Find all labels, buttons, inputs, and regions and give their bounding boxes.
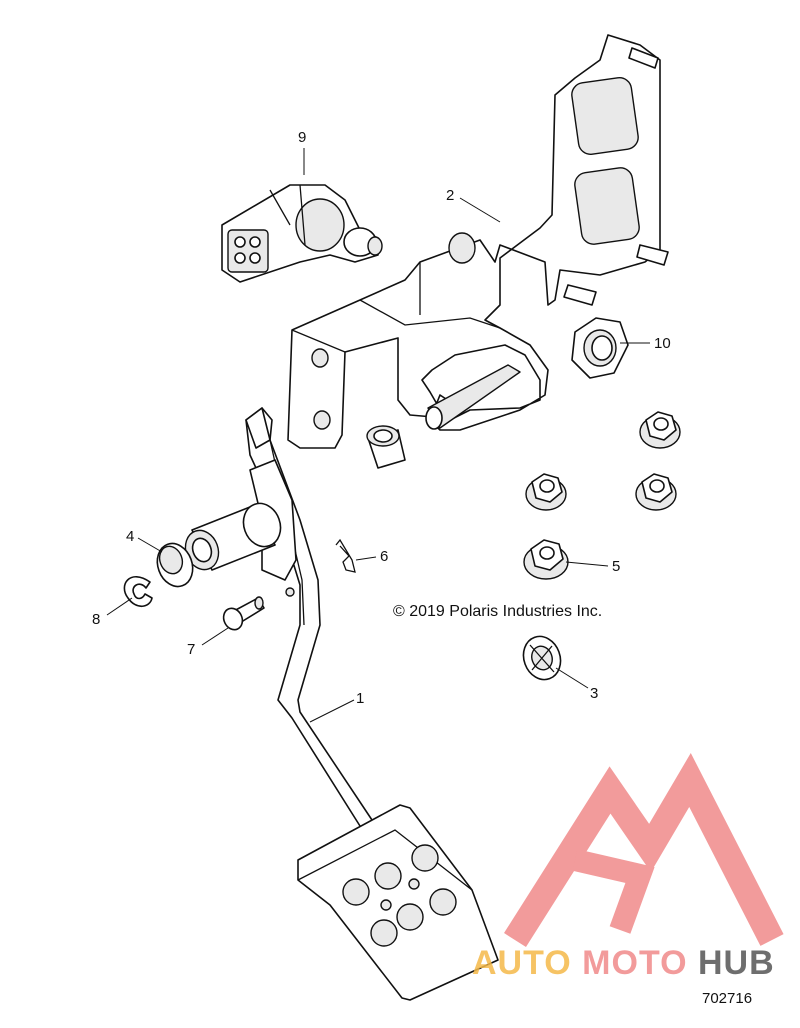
flange-nut (635, 473, 677, 511)
flange-nut-part-5-group (523, 411, 681, 580)
callout-labels: 9 2 10 5 3 6 4 8 7 1 (92, 129, 671, 707)
watermark-auto: AUTO (472, 944, 572, 982)
callout-8: 8 (92, 611, 100, 628)
callout-5: 5 (612, 558, 620, 575)
pivot-tube (184, 502, 282, 571)
flange-nut (525, 473, 567, 511)
bracket-part-2 (287, 34, 669, 449)
callout-10: 10 (654, 335, 671, 352)
callout-9: 9 (298, 129, 306, 146)
pad-holes (342, 844, 457, 947)
callout-2: 2 (446, 187, 454, 204)
hairpin-clip-part-6 (335, 538, 356, 573)
pedal-arm-part-1 (245, 407, 381, 839)
watermark-hub: HUB (698, 944, 775, 982)
switch-part-9 (221, 184, 383, 283)
e-clip-part-8 (123, 575, 153, 608)
leader-lines (106, 148, 650, 723)
figure-id: 702716 (702, 990, 752, 1007)
callout-7: 7 (187, 641, 195, 658)
watermark-triangle (504, 753, 784, 947)
flange-nut (639, 411, 681, 449)
flange-nut (523, 539, 569, 580)
pin-part-7 (222, 596, 265, 631)
bushing-part-4 (156, 542, 194, 588)
callout-3: 3 (590, 685, 598, 702)
callout-6: 6 (380, 548, 388, 565)
watermark-text: AUTO MOTO HUB (472, 944, 775, 982)
copyright-text: © 2019 Polaris Industries Inc. (393, 603, 602, 620)
automotohub-watermark: AUTO MOTO HUB (472, 753, 784, 982)
nut-part-10 (571, 317, 629, 379)
washer-part-3 (522, 635, 562, 681)
watermark-moto: MOTO (582, 944, 687, 982)
bushing (366, 425, 406, 469)
pedal-pad (297, 804, 499, 1001)
callout-1: 1 (356, 690, 364, 707)
callout-4: 4 (126, 528, 134, 545)
